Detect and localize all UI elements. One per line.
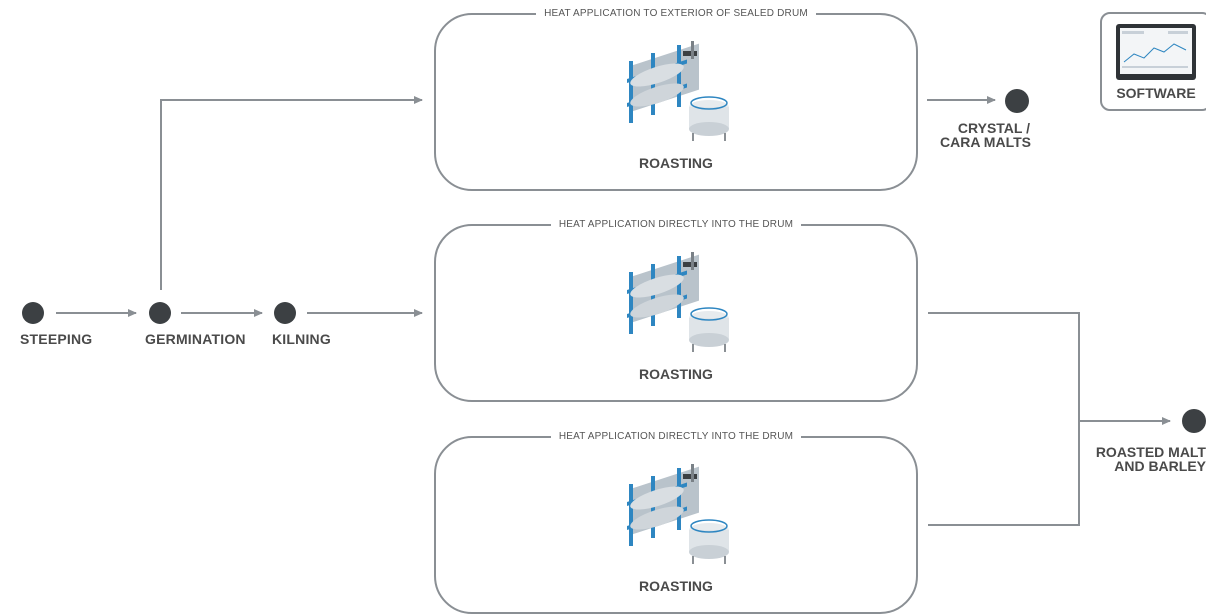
monitor-icon [1116, 24, 1196, 80]
roasting-box-exterior-caption: HEAT APPLICATION TO EXTERIOR OF SEALED D… [536, 8, 816, 19]
roaster-machine-icon [627, 252, 729, 352]
kilning-label: KILNING [272, 331, 331, 347]
crystal-malts-node [1005, 89, 1029, 113]
roasting-box-direct-2-caption: HEAT APPLICATION DIRECTLY INTO THE DRUM [550, 431, 802, 442]
software-label: SOFTWARE [1116, 85, 1196, 101]
kilning-node [274, 302, 296, 324]
connector-roasting-2-merge [928, 312, 1080, 526]
roasting-box-direct-1-title: ROASTING [639, 366, 713, 382]
roasting-box-exterior: HEAT APPLICATION TO EXTERIOR OF SEALED D… [434, 8, 918, 191]
roaster-machine-icon [627, 464, 729, 564]
roasted-malt-label: ROASTED MALT AND BARLEY [1095, 445, 1206, 473]
crystal-malts-label: CRYSTAL / CARA MALTS [940, 120, 1031, 150]
germination-label: GERMINATION [145, 331, 246, 347]
arrow-germination-roasting-1 [160, 96, 423, 290]
roaster-machine-icon [627, 41, 729, 141]
software-card[interactable]: SOFTWARE [1100, 12, 1206, 111]
roasted-malt-node [1182, 409, 1206, 433]
steeping-label: STEEPING [20, 331, 93, 347]
roasting-box-direct-1-caption: HEAT APPLICATION DIRECTLY INTO THE DRUM [550, 219, 802, 230]
germination-node [149, 302, 171, 324]
software-screen-graphic [1122, 31, 1188, 68]
roasting-box-direct-1: HEAT APPLICATION DIRECTLY INTO THE DRUM … [434, 219, 918, 402]
roasting-box-exterior-title: ROASTING [639, 155, 713, 171]
roasting-box-direct-2: HEAT APPLICATION DIRECTLY INTO THE DRUM … [434, 431, 918, 614]
roasting-box-direct-2-title: ROASTING [639, 578, 713, 594]
steeping-node [22, 302, 44, 324]
